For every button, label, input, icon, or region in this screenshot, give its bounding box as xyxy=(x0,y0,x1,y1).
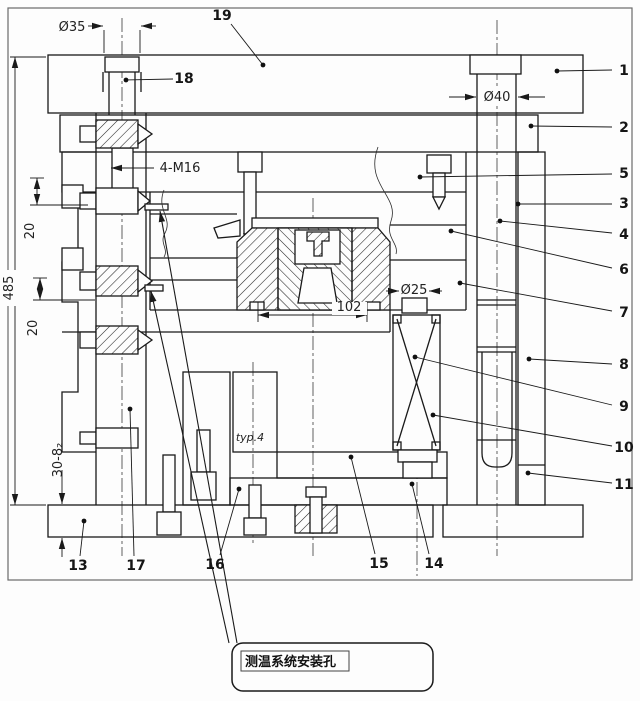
right-wall xyxy=(517,151,546,506)
part-leader-dot-4 xyxy=(497,218,503,224)
part-leader-11 xyxy=(527,472,613,484)
part-label-9: 9 xyxy=(619,399,629,415)
dimension-text-8: Ø25 xyxy=(401,283,428,298)
part-label-6: 6 xyxy=(619,262,629,278)
dimension-text-1: Ø40 xyxy=(484,90,511,105)
part-leader-14 xyxy=(411,483,430,555)
dimension-text-4: 20 xyxy=(26,320,41,337)
part-leader-16 xyxy=(219,488,240,556)
temp-probe-upper xyxy=(144,203,169,211)
part-leader-dot-10 xyxy=(430,412,436,418)
part-leader-18 xyxy=(125,78,174,81)
part-label-10: 10 xyxy=(614,440,634,456)
part-leader-10 xyxy=(432,414,613,447)
ejector-plate-lower xyxy=(229,477,448,506)
part-label-19: 19 xyxy=(212,8,231,24)
base-foot-right xyxy=(442,504,584,538)
dimension-text-0: Ø35 xyxy=(59,20,86,35)
part-leader-dot-9 xyxy=(412,354,418,360)
break-lines xyxy=(161,146,397,258)
pillar-head xyxy=(469,54,522,75)
dimension-text-7: 102 xyxy=(337,300,362,315)
part-label-13: 13 xyxy=(68,558,87,574)
dimension-text-5: 485 xyxy=(2,276,17,301)
dimension-lines xyxy=(10,22,545,557)
part-label-2: 2 xyxy=(619,120,629,136)
part-leader-dot-15 xyxy=(348,454,354,460)
dimension-text-2: 4-M16 xyxy=(160,161,201,176)
part-leader-dot-7 xyxy=(457,280,463,286)
support-column xyxy=(232,371,278,453)
left-column-bolts xyxy=(79,119,169,449)
callout-box: 测温系统安装孔 xyxy=(231,642,434,692)
part-label-4: 4 xyxy=(619,227,629,243)
top-plate xyxy=(47,54,584,114)
part-leader-dot-11 xyxy=(525,470,531,476)
part-leader-6 xyxy=(450,230,613,269)
dim-text-backings xyxy=(5,89,514,315)
part-leader-dot-19 xyxy=(260,62,266,68)
part-label-7: 7 xyxy=(619,305,629,321)
part-leader-8 xyxy=(528,358,613,365)
dimension-text-6: 30-8₂ xyxy=(51,443,66,478)
part-leader-dot-1 xyxy=(554,68,560,74)
part-label-5: 5 xyxy=(619,166,629,182)
part-label-16: 16 xyxy=(205,557,224,573)
part-leader-17 xyxy=(129,408,135,557)
part-leader-dot-6 xyxy=(448,228,454,234)
callout-text: 测温系统安装孔 xyxy=(245,654,336,670)
part-label-18: 18 xyxy=(174,71,193,87)
m16-stud xyxy=(111,147,134,193)
part-label-3: 3 xyxy=(619,196,629,212)
part-leader-dot-18 xyxy=(123,77,129,83)
part-leader-15 xyxy=(350,456,376,555)
part-leader-2 xyxy=(530,125,613,128)
part-label-11: 11 xyxy=(614,477,633,493)
part-leader-dot-16 xyxy=(236,486,242,492)
dimension-text-3: 20 xyxy=(23,223,38,240)
part-label-8: 8 xyxy=(619,357,629,373)
part-leader-dot-2 xyxy=(528,123,534,129)
die-structure xyxy=(47,54,584,538)
part-leader-dot-17 xyxy=(127,406,133,412)
part-leader-19 xyxy=(230,23,264,66)
temp-probe-lower xyxy=(144,284,164,292)
part-leader-4 xyxy=(499,220,613,234)
part-leader-dot-3 xyxy=(515,201,521,207)
part-label-1: 1 xyxy=(619,63,629,79)
part-label-17: 17 xyxy=(126,558,145,574)
part-label-14: 14 xyxy=(424,556,444,572)
part-leader-7 xyxy=(459,282,613,312)
bolt-18-head xyxy=(104,56,140,73)
callout-leaders xyxy=(150,210,238,644)
part-leader-9 xyxy=(414,356,613,406)
part-leader-1 xyxy=(556,69,613,72)
part-label-15: 15 xyxy=(369,556,388,572)
die-block xyxy=(236,217,391,311)
part-leader-5 xyxy=(419,173,613,178)
part-leader-dot-13 xyxy=(81,518,87,524)
part-leader-dot-8 xyxy=(526,356,532,362)
upper-plate xyxy=(59,114,539,153)
dimension-text-9: typ.4 xyxy=(236,431,264,444)
part-leader-13 xyxy=(79,520,85,557)
base-plate xyxy=(47,504,434,538)
spring-assembly xyxy=(392,297,441,479)
part-leader-dot-14 xyxy=(409,481,415,487)
part-leader-dot-5 xyxy=(417,174,423,180)
base-bolts xyxy=(156,429,338,536)
